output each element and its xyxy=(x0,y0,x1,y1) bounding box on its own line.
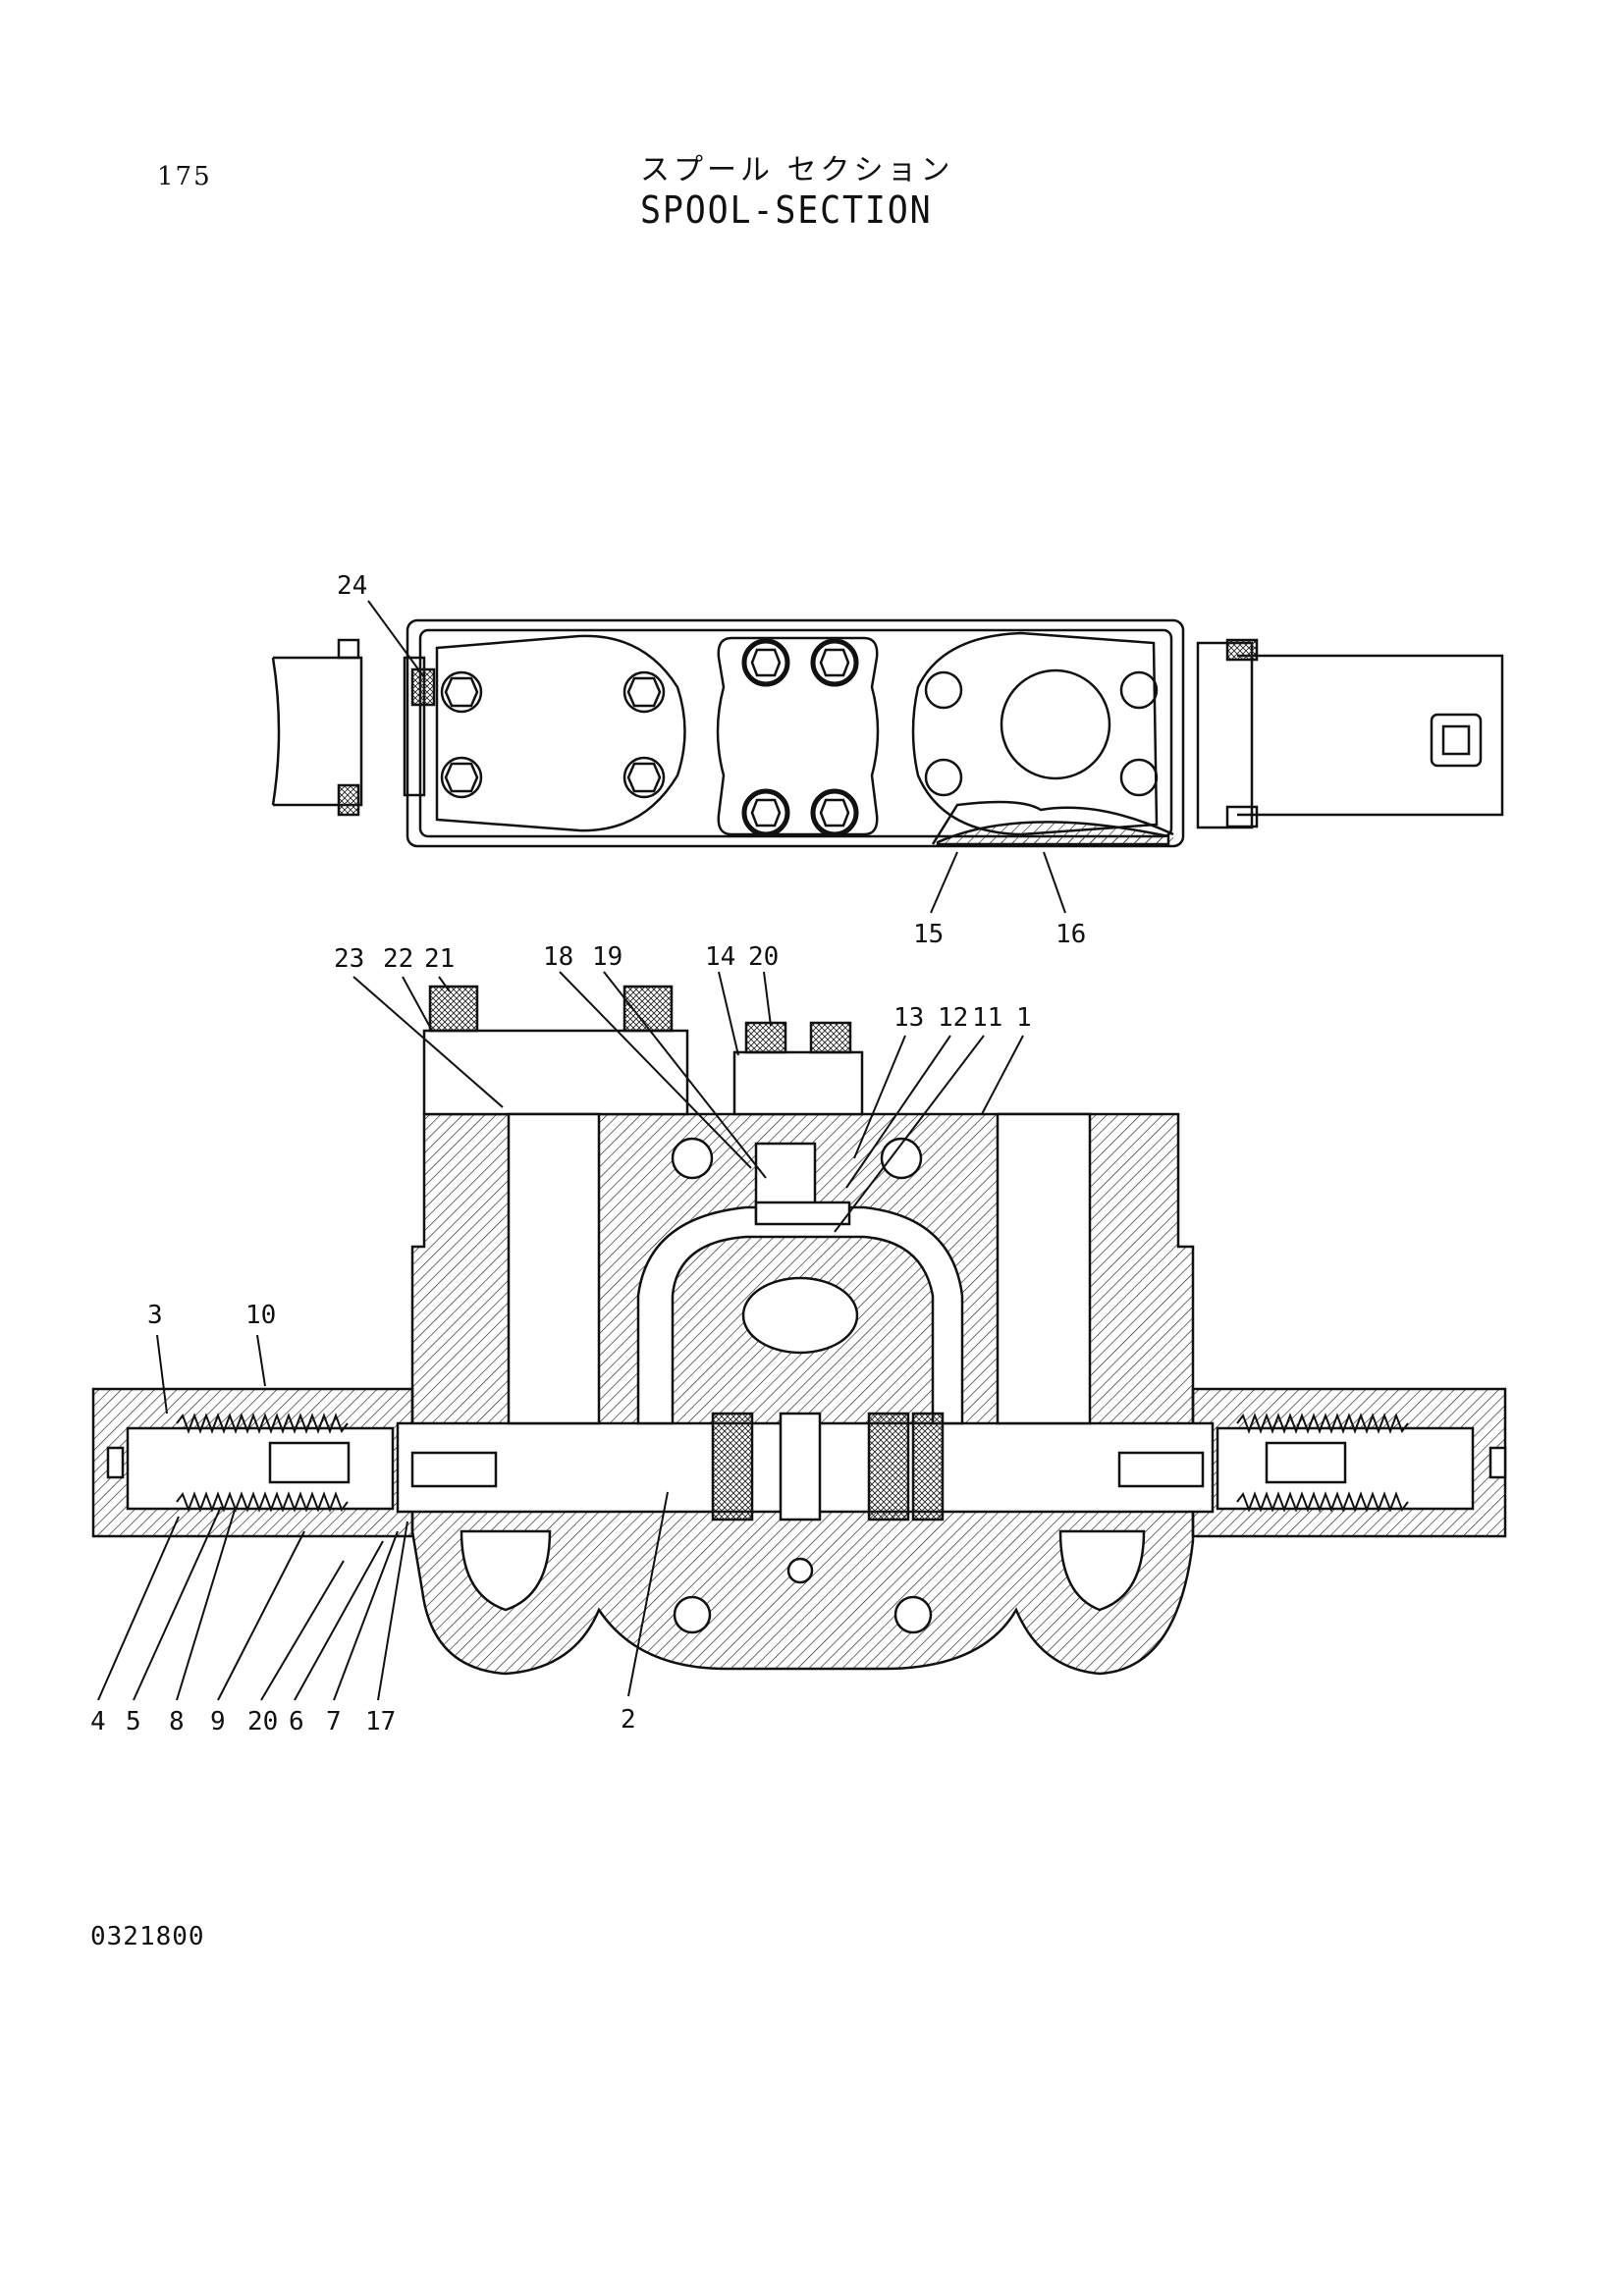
callout-9: 9 xyxy=(210,1707,226,1736)
callout-22: 22 xyxy=(383,944,413,974)
callout-24: 24 xyxy=(337,571,367,601)
title-english: SPOOL-SECTION xyxy=(640,188,933,232)
callout-20-bottom: 20 xyxy=(247,1707,278,1736)
callouts: 24 15 16 23 22 21 18 19 14 20 13 12 11 1… xyxy=(90,571,1086,1736)
callout-21: 21 xyxy=(424,944,455,974)
callout-7: 7 xyxy=(326,1707,342,1736)
page-number: 175 xyxy=(157,162,212,191)
title-japanese: スプール セクション xyxy=(640,153,954,187)
callout-1: 1 xyxy=(1016,1003,1032,1033)
callout-8: 8 xyxy=(169,1707,185,1736)
callout-4: 4 xyxy=(90,1707,106,1736)
callout-13: 13 xyxy=(893,1003,924,1033)
callout-12: 12 xyxy=(938,1003,968,1033)
callout-16: 16 xyxy=(1055,920,1086,949)
callout-2: 2 xyxy=(621,1705,636,1735)
drawing-number: 0321800 xyxy=(90,1922,205,1951)
callout-19: 19 xyxy=(592,942,622,972)
callout-3: 3 xyxy=(147,1301,163,1330)
callout-14: 14 xyxy=(705,942,735,972)
section-view xyxy=(91,985,1507,1676)
leader-lines xyxy=(97,600,1066,1701)
callout-20-top: 20 xyxy=(748,942,779,972)
top-view-bolts xyxy=(410,638,1159,837)
callout-23: 23 xyxy=(334,944,364,974)
callout-6: 6 xyxy=(289,1707,304,1736)
callout-17: 17 xyxy=(365,1707,396,1736)
top-view xyxy=(271,618,1504,848)
callout-15: 15 xyxy=(913,920,944,949)
callout-11: 11 xyxy=(972,1003,1002,1033)
callout-5: 5 xyxy=(126,1707,141,1736)
callout-10: 10 xyxy=(245,1301,276,1330)
callout-18: 18 xyxy=(543,942,573,972)
